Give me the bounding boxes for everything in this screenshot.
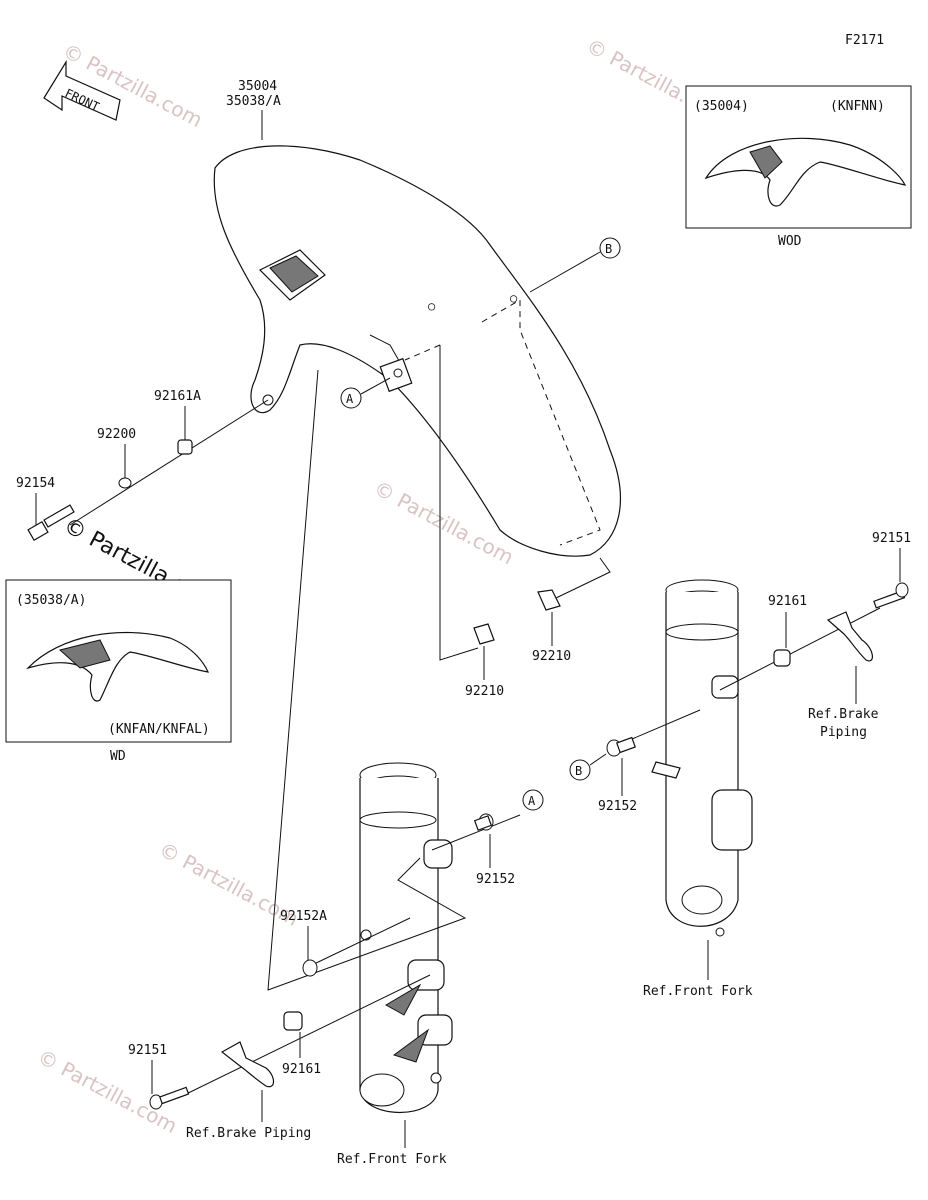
label-92161a: 92161A <box>154 389 201 404</box>
callout-a-top <box>340 387 362 409</box>
label-92152-right: 92152 <box>598 799 637 814</box>
label-92161-right: 92161 <box>768 594 807 609</box>
brake-piping-bracket-left <box>220 1041 275 1088</box>
callout-b-bottom <box>569 759 591 781</box>
label-92151-left: 92151 <box>128 1043 167 1058</box>
label-35038a: 35038/A <box>226 94 281 109</box>
inset-wod-caption: WOD <box>778 234 802 249</box>
label-35004: 35004 <box>238 79 277 94</box>
inset-wd: (35038/A) (KNFAN/KNFAL) WD <box>5 579 232 764</box>
front-fork-right <box>651 579 753 937</box>
inset-wod-part: (35004) <box>694 99 749 114</box>
label-92200: 92200 <box>97 427 136 442</box>
bolt-92154 <box>27 504 75 542</box>
inset-wod: (35004) (KNFNN) WOD <box>685 85 912 249</box>
callout-a-top-label: A <box>346 392 354 406</box>
front-fender: ○ ○ <box>213 145 621 557</box>
label-92210-left: 92210 <box>465 684 504 699</box>
ref-front-fork-right: Ref.Front Fork <box>643 984 753 999</box>
ref-brake-piping-right-1: Ref.Brake <box>808 707 879 722</box>
brake-piping-bracket-right <box>826 611 873 662</box>
label-92152a: 92152A <box>280 909 327 924</box>
bolt-92151-right <box>873 582 909 609</box>
inset-wd-caption: WD <box>110 749 126 764</box>
label-92154: 92154 <box>16 476 55 491</box>
label-92152-left: 92152 <box>476 872 515 887</box>
figure-id: F2171 <box>845 33 884 48</box>
callout-b-top-label: B <box>605 242 612 256</box>
callout-b-bottom-label: B <box>575 764 582 778</box>
inset-wod-variant: (KNFNN) <box>830 99 885 114</box>
collar-92161-right <box>773 649 791 667</box>
washer-92200 <box>118 477 132 489</box>
watermark-bottom-left: © Partzilla.com <box>34 1044 182 1138</box>
ref-brake-piping-right-2: Piping <box>820 725 867 740</box>
callout-b-top <box>599 237 621 259</box>
ref-front-fork-left: Ref.Front Fork <box>337 1152 447 1167</box>
inset-wd-part: (35038/A) <box>16 593 86 608</box>
svg-text:○: ○ <box>428 299 435 313</box>
label-92210-right: 92210 <box>532 649 571 664</box>
nut-92210-left <box>473 623 495 645</box>
nut-92210-right <box>537 589 561 611</box>
inset-wd-variant: (KNFAN/KNFAL) <box>108 722 210 737</box>
front-fork-left <box>359 762 453 1114</box>
callout-a-bottom <box>522 789 544 811</box>
bolt-92151-left <box>149 1086 190 1110</box>
bolt-92152-b <box>606 736 636 757</box>
callout-a-bottom-label: A <box>528 794 536 808</box>
label-92161-left: 92161 <box>282 1062 321 1077</box>
ref-brake-piping-left: Ref.Brake Piping <box>186 1126 311 1141</box>
svg-text:○: ○ <box>510 291 517 305</box>
bolt-92152-a <box>473 813 494 831</box>
bolt-92152a <box>302 959 318 977</box>
collar-92161a <box>177 439 193 455</box>
collar-92161-left <box>283 1011 303 1031</box>
label-92151-right: 92151 <box>872 531 911 546</box>
